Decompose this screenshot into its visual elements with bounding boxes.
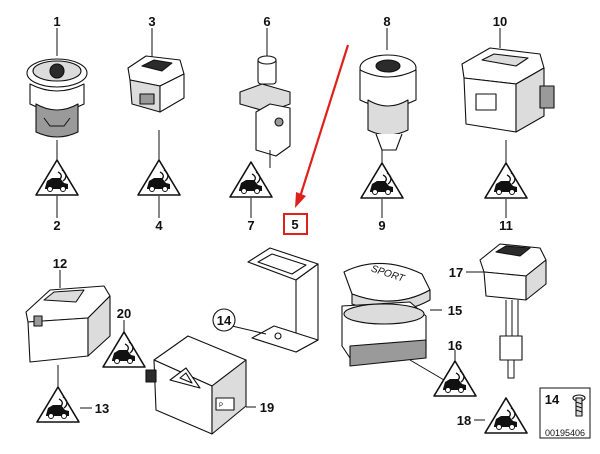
warning-triangle-icon [229, 161, 273, 198]
legend-box [539, 387, 591, 439]
part-number-10: 10 [493, 14, 507, 29]
part-number-2: 2 [53, 218, 60, 233]
part-number-14: 14 [217, 313, 232, 328]
part-numbers: 1 2 3 4 5 6 7 8 9 10 11 12 13 14 15 16 1… [53, 14, 585, 438]
part-number-17: 17 [449, 265, 463, 280]
part-number-7: 7 [247, 218, 254, 233]
warning-triangle-icon [484, 397, 528, 434]
part-number-15: 15 [448, 303, 462, 318]
part-number-8: 8 [383, 14, 390, 29]
part-number-4: 4 [155, 218, 163, 233]
part-number-12: 12 [53, 256, 67, 271]
part-12-switch-block [25, 270, 111, 363]
screw-icon [572, 394, 586, 417]
part-15-sport-switch [341, 262, 445, 381]
warning-triangle-icon [433, 360, 477, 397]
part-8-round-switch [359, 28, 417, 151]
warning-triangle-icon [35, 159, 79, 196]
part-14-callout [212, 308, 236, 332]
part-number-3: 3 [148, 14, 155, 29]
part-number-9: 9 [378, 218, 385, 233]
part-number-5: 5 [291, 217, 298, 232]
warning-triangle-icon [137, 159, 181, 196]
part-number-11: 11 [499, 218, 513, 233]
diagram-id: 00195406 [545, 428, 585, 438]
part-19-hazard-switch: P [145, 335, 256, 435]
part-number-6: 6 [263, 14, 270, 29]
part-5-bracket [231, 247, 319, 353]
part-5-highlight-box [283, 213, 308, 235]
part-number-20: 20 [117, 306, 131, 321]
part-number-18: 18 [457, 413, 471, 428]
part-number-1: 1 [53, 14, 60, 29]
highlight-arrow [295, 44, 350, 208]
part-3-rocker-switch [127, 28, 185, 113]
part-number-16: 16 [448, 338, 462, 353]
warning-triangle-icon [484, 162, 528, 199]
warning-triangle-icon [36, 386, 80, 423]
part-6-pushbutton-switch [239, 28, 291, 168]
part-1-rotary-switch [26, 28, 88, 138]
part-10-module-switch [461, 28, 555, 133]
warning-triangle-icon [360, 162, 404, 199]
part-number-19: 19 [260, 400, 274, 415]
hazard-small-label: P [219, 403, 223, 409]
legend-part-number: 14 [545, 392, 560, 407]
part-number-13: 13 [95, 401, 109, 416]
part-17-switch-with-cable [466, 243, 547, 379]
